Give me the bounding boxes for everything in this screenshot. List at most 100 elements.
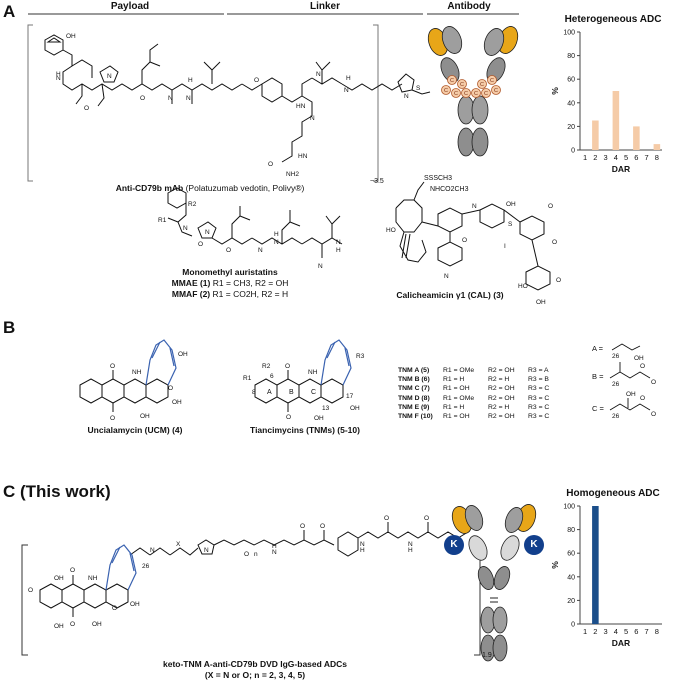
svg-text:6: 6 bbox=[270, 373, 274, 380]
svg-text:N: N bbox=[336, 239, 341, 246]
svg-text:8: 8 bbox=[252, 389, 256, 396]
cys-label: C bbox=[464, 91, 468, 97]
svg-text:NH2: NH2 bbox=[286, 171, 299, 178]
calicheamicin-atom-labels: HO O N N OH S O O I HO OH O bbox=[386, 201, 561, 306]
panel-a-letter: A bbox=[3, 2, 16, 21]
svg-text:H: H bbox=[274, 231, 279, 238]
svg-text:OH: OH bbox=[178, 351, 188, 358]
svg-text:O: O bbox=[140, 95, 145, 102]
tnm-atom-labels: R1 R2 R3 A B C O O NH 17 13 OH OH 8 6 bbox=[243, 353, 365, 422]
svg-text:NH: NH bbox=[88, 575, 98, 582]
mmaf-line: MMAF (2) R1 = CO2H, R2 = H bbox=[171, 289, 289, 299]
svg-text:OH: OH bbox=[536, 299, 546, 306]
cys-label: C bbox=[490, 78, 494, 84]
y-tick-label: 0 bbox=[571, 148, 575, 155]
cys-label: C bbox=[454, 91, 458, 97]
svg-text:O: O bbox=[168, 385, 173, 392]
svg-text:26: 26 bbox=[612, 381, 620, 388]
cys-sites bbox=[441, 75, 501, 98]
svg-text:R1: R1 bbox=[243, 375, 252, 382]
svg-text:N: N bbox=[258, 247, 263, 254]
adc-a-name-rest: (Polatuzumab vedotin, Polivy®) bbox=[185, 183, 305, 193]
x-tick-label: 6 bbox=[634, 627, 638, 636]
svg-text:OH: OH bbox=[172, 399, 182, 406]
svg-text:H: H bbox=[336, 247, 341, 254]
x-tick-label: 2 bbox=[593, 627, 597, 636]
svg-text:N: N bbox=[204, 547, 209, 554]
adc-c-bracket bbox=[21, 544, 481, 656]
payload-header: Payload bbox=[110, 1, 150, 12]
keto-tnm-structure bbox=[39, 522, 469, 617]
svg-text:N: N bbox=[472, 203, 477, 210]
svg-text:O: O bbox=[651, 411, 656, 418]
svg-text:O: O bbox=[110, 415, 115, 422]
tnm-structure bbox=[254, 370, 344, 412]
svg-text:26: 26 bbox=[612, 413, 620, 420]
svg-text:26: 26 bbox=[612, 353, 620, 360]
svg-text:O: O bbox=[556, 277, 561, 284]
svg-text:N: N bbox=[107, 73, 112, 80]
svg-text:O: O bbox=[198, 241, 203, 248]
svg-text:H: H bbox=[408, 547, 413, 554]
group-c-label: C = bbox=[592, 404, 604, 413]
cys-label: C bbox=[460, 82, 464, 88]
adc-a-name: Anti-CD79b mAb bbox=[115, 183, 184, 193]
svg-text:N: N bbox=[310, 115, 315, 122]
svg-text:H: H bbox=[272, 543, 277, 550]
x-tick-label: 3 bbox=[604, 627, 608, 636]
svg-text:HN: HN bbox=[296, 103, 306, 110]
adc-a-caption: Anti-CD79b mAb (Polatuzumab vedotin, Pol… bbox=[60, 183, 360, 194]
header-bars bbox=[28, 13, 519, 15]
r3-group-labels: OH 26 26 O O 26 OH O O bbox=[612, 353, 656, 420]
calicheamicin-structure bbox=[395, 181, 551, 291]
x-tick-label: 4 bbox=[614, 153, 618, 162]
svg-text:OH: OH bbox=[54, 623, 64, 630]
svg-text:O: O bbox=[552, 239, 557, 246]
cys-label: C bbox=[480, 82, 484, 88]
svg-text:OH: OH bbox=[130, 601, 140, 608]
adc-c-caption-line1: keto-TNM A-anti-CD79b DVD IgG-based ADCs bbox=[162, 659, 348, 669]
svg-text:O: O bbox=[462, 237, 467, 244]
keto-tnm-enediyne bbox=[105, 544, 137, 591]
svg-text:C: C bbox=[311, 389, 316, 396]
x-tick-label: 7 bbox=[645, 627, 649, 636]
svg-text:O: O bbox=[28, 587, 33, 594]
svg-text:26: 26 bbox=[142, 563, 150, 570]
svg-text:O: O bbox=[110, 363, 115, 370]
svg-text:O: O bbox=[384, 515, 389, 522]
ucm-structure bbox=[79, 370, 169, 412]
svg-text:O: O bbox=[244, 551, 249, 558]
y-tick-label: 80 bbox=[567, 527, 575, 534]
auristatin-title: Monomethyl auristatins bbox=[182, 267, 278, 277]
svg-text:N: N bbox=[404, 93, 409, 100]
svg-text:N: N bbox=[360, 541, 365, 548]
svg-text:N: N bbox=[272, 549, 277, 556]
group-b-label: B = bbox=[592, 372, 604, 381]
dar-subscript: ~3.5 bbox=[370, 178, 384, 185]
svg-text:O: O bbox=[548, 203, 553, 210]
cys-label: C bbox=[484, 91, 488, 97]
cys-label: C bbox=[474, 91, 478, 97]
vedotin-atom-labels: OH N H N O O N H N O HN N N H N N S HN N… bbox=[56, 33, 421, 178]
chart-het-title: Heterogeneous ADC bbox=[564, 14, 662, 25]
svg-text:O: O bbox=[286, 414, 291, 421]
x-tick-label: 8 bbox=[655, 627, 659, 636]
chart-hom-title: Homogeneous ADC bbox=[566, 488, 660, 499]
ucm-caption: Uncialamycin (UCM) (4) bbox=[87, 425, 183, 435]
bar-6 bbox=[633, 126, 640, 150]
svg-text:N: N bbox=[316, 71, 321, 78]
cys-label: C bbox=[444, 88, 448, 94]
panel-c-letter: C (This work) bbox=[3, 482, 111, 501]
svg-text:H: H bbox=[56, 71, 61, 78]
svg-text:OH: OH bbox=[350, 405, 360, 412]
y-tick-label: 100 bbox=[563, 30, 575, 37]
ucm-atom-labels: O O NH O OH OH OH bbox=[110, 351, 188, 422]
tnm-caption: Tiancimycins (TNMs) (5-10) bbox=[250, 425, 360, 435]
svg-text:O: O bbox=[268, 161, 273, 168]
svg-text:OH: OH bbox=[54, 575, 64, 582]
svg-text:O: O bbox=[424, 515, 429, 522]
